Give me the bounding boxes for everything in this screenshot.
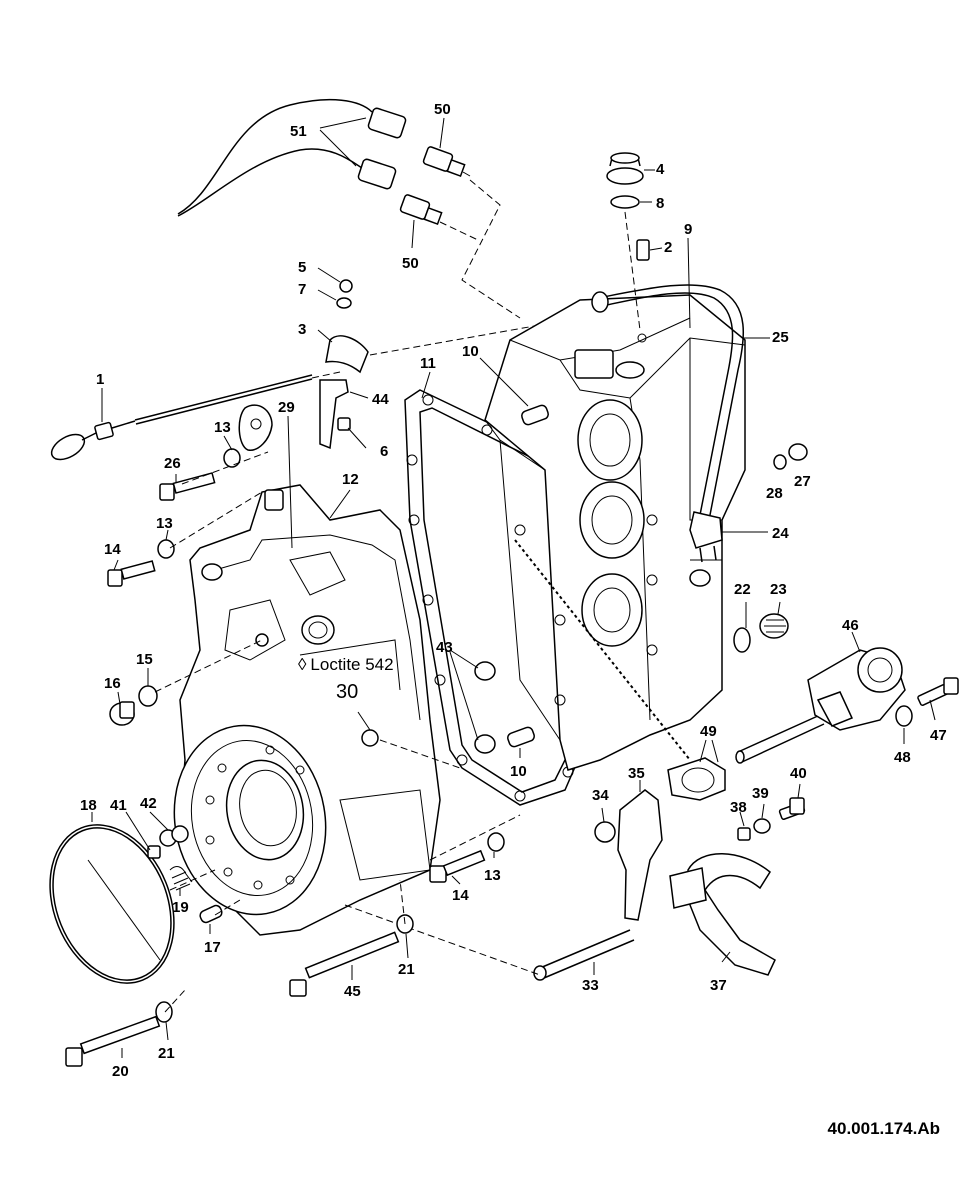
callout-labels: 1 2 3 4 5 6 7 8 9 10 10 11 12 13 13 13 1… bbox=[80, 101, 947, 1080]
callout-18: 18 bbox=[80, 797, 97, 814]
callout-6: 6 bbox=[380, 443, 388, 460]
callout-4: 4 bbox=[656, 161, 665, 178]
callout-11: 11 bbox=[420, 355, 436, 372]
callout-33: 33 bbox=[582, 977, 599, 994]
loctite-note: ◊Loctite 542 bbox=[298, 655, 394, 674]
clamp-bracket bbox=[317, 267, 369, 450]
callout-13-top: 13 bbox=[214, 419, 231, 436]
callout-1: 1 bbox=[96, 371, 104, 388]
callout-16: 16 bbox=[104, 675, 121, 692]
callout-45: 45 bbox=[344, 983, 361, 1000]
callout-12: 12 bbox=[342, 471, 359, 488]
oil-pipe bbox=[591, 237, 770, 563]
callout-38: 38 bbox=[730, 799, 747, 816]
sensor-upper bbox=[422, 117, 471, 177]
dipstick bbox=[50, 374, 313, 461]
callout-10-top: 10 bbox=[462, 343, 479, 360]
callout-37: 37 bbox=[710, 977, 727, 994]
front-cover-housing bbox=[173, 484, 441, 936]
callout-14-bottom: 14 bbox=[452, 887, 469, 904]
callout-21-bottom: 21 bbox=[158, 1045, 175, 1062]
callout-17: 17 bbox=[204, 939, 221, 956]
callout-29: 29 bbox=[278, 399, 295, 416]
callout-9: 9 bbox=[684, 221, 692, 238]
callout-8: 8 bbox=[656, 195, 664, 212]
callout-3: 3 bbox=[298, 321, 306, 338]
callout-10-bottom: 10 bbox=[510, 763, 527, 780]
callout-48: 48 bbox=[894, 749, 911, 766]
callout-26: 26 bbox=[164, 455, 181, 472]
callout-41: 41 bbox=[110, 797, 127, 814]
callout-7: 7 bbox=[298, 281, 306, 298]
callout-20: 20 bbox=[112, 1063, 129, 1080]
callout-24: 24 bbox=[772, 525, 789, 542]
sensor-assembly-line bbox=[461, 179, 521, 319]
leader-12 bbox=[329, 489, 351, 519]
callout-19: 19 bbox=[172, 899, 189, 916]
sensor-lower bbox=[399, 194, 443, 249]
sensor-assembly-line-2 bbox=[439, 221, 479, 241]
callout-46: 46 bbox=[842, 617, 859, 634]
shift-forks bbox=[533, 739, 806, 981]
shift-rail-path bbox=[514, 539, 691, 761]
shift-actuator bbox=[735, 631, 959, 764]
leader-11 bbox=[421, 371, 431, 399]
callout-2: 2 bbox=[664, 239, 672, 256]
o-ring-spring bbox=[49, 811, 241, 984]
wiring-harness bbox=[177, 98, 407, 217]
callout-25: 25 bbox=[772, 329, 789, 346]
bottom-fasteners bbox=[65, 814, 521, 1067]
callout-51: 51 bbox=[290, 123, 307, 140]
callout-40: 40 bbox=[790, 765, 807, 782]
reference-code: 40.001.174.Ab bbox=[828, 1119, 940, 1138]
callout-50-top: 50 bbox=[434, 101, 451, 118]
breather-plug bbox=[606, 152, 663, 331]
side-plugs bbox=[733, 443, 808, 653]
callout-28: 28 bbox=[766, 485, 783, 502]
leader-29 bbox=[287, 415, 293, 549]
fork-line bbox=[344, 904, 541, 976]
callout-50-bottom: 50 bbox=[402, 255, 419, 272]
left-fasteners bbox=[107, 404, 461, 769]
callout-42: 42 bbox=[140, 795, 157, 812]
dipstick-line bbox=[311, 371, 341, 379]
callout-49: 49 bbox=[700, 723, 717, 740]
callout-22: 22 bbox=[734, 581, 751, 598]
callout-39: 39 bbox=[752, 785, 769, 802]
callout-14-left: 14 bbox=[104, 541, 121, 558]
callout-34: 34 bbox=[592, 787, 609, 804]
main-housing bbox=[484, 294, 746, 771]
callout-27: 27 bbox=[794, 473, 811, 490]
dowel-pins bbox=[449, 357, 549, 758]
callout-15: 15 bbox=[136, 651, 153, 668]
callout-43: 43 bbox=[436, 639, 453, 656]
callout-47: 47 bbox=[930, 727, 947, 744]
callout-13-bottom: 13 bbox=[484, 867, 501, 884]
callout-5: 5 bbox=[298, 259, 306, 276]
callout-35: 35 bbox=[628, 765, 645, 782]
callout-30: 30 bbox=[336, 681, 358, 703]
callout-21-mid: 21 bbox=[398, 961, 415, 978]
callout-23: 23 bbox=[770, 581, 787, 598]
callout-13-mid: 13 bbox=[156, 515, 173, 532]
callout-44: 44 bbox=[372, 391, 389, 408]
